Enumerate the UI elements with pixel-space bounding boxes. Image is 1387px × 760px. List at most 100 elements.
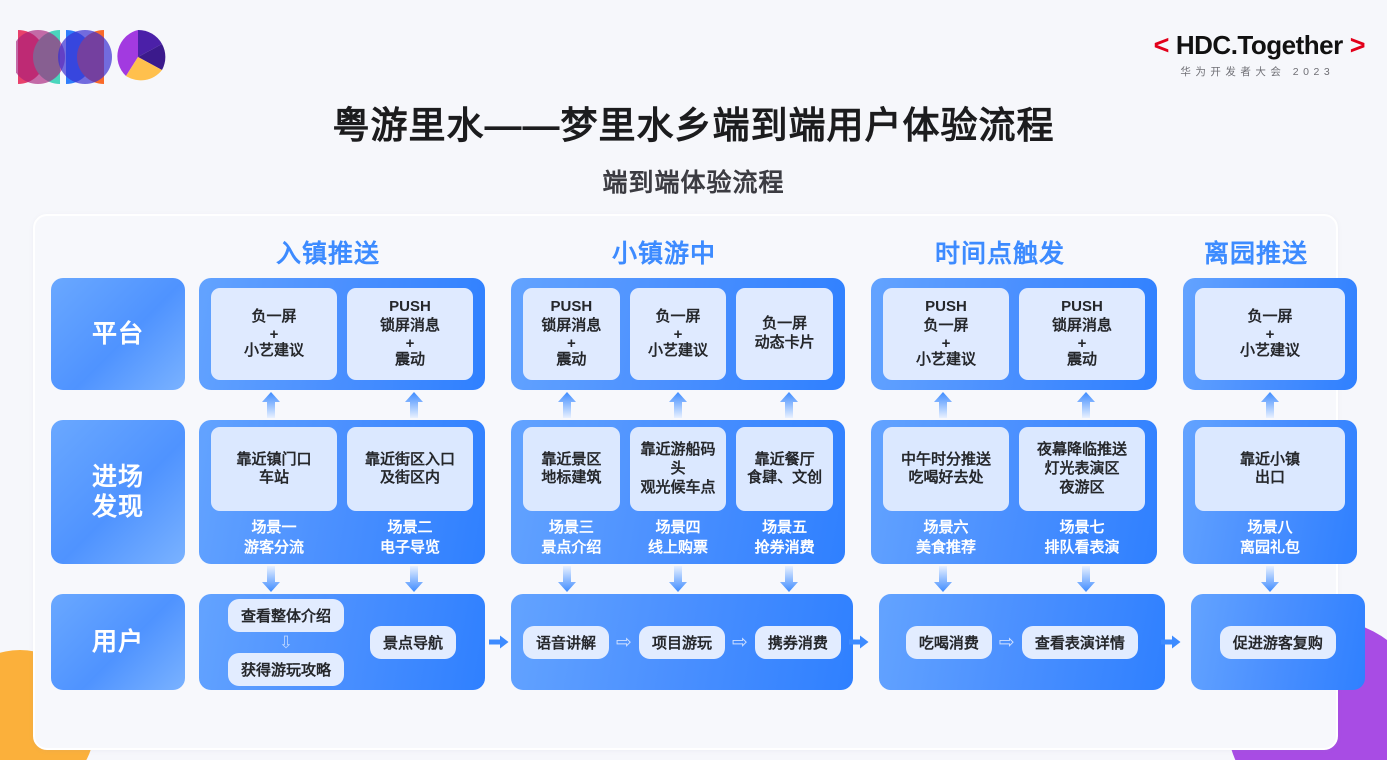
scene-item: 靠近镇门口车站场景一游客分流 xyxy=(211,427,337,556)
plus-separator: + xyxy=(941,334,951,352)
user-action-pill[interactable]: 查看表演详情 xyxy=(1021,625,1138,659)
platform-card-line: 锁屏消息 xyxy=(541,317,602,335)
scene-trigger-line: 出口 xyxy=(1254,469,1285,487)
hollow-arrow-right-icon: ⇨ xyxy=(616,631,632,653)
scene-item: 靠近景区地标建筑场景三景点介绍 xyxy=(523,427,620,556)
scene-trigger-line: 灯光表演区 xyxy=(1044,459,1120,477)
user-group-4: 促进游客复购 xyxy=(1190,594,1365,690)
arrow-up-icon xyxy=(1076,391,1098,419)
scene-trigger-line: 靠近小镇 xyxy=(1239,450,1300,468)
discovery-group-4: 靠近小镇出口场景八离园礼包 xyxy=(1183,420,1357,564)
scene-trigger-box: 靠近小镇出口 xyxy=(1195,427,1345,512)
scene-item: 中午时分推送吃喝好去处场景六美食推荐 xyxy=(883,427,1009,556)
arrow-up-icon xyxy=(779,391,801,419)
user-action-stack: 查看整体介绍⇩获得游玩攻略 xyxy=(227,598,344,686)
row-discovery: 进场发现 靠近镇门口车站场景一游客分流靠近街区入口及街区内场景二电子导览 靠近景… xyxy=(51,420,1357,564)
platform-card-line: 震动 xyxy=(556,350,587,368)
user-action-pill[interactable]: 语音讲解 xyxy=(523,625,610,659)
discovery-group-3: 中午时分推送吃喝好去处场景六美食推荐夜幕降临推送灯光表演区夜游区场景七排队看表演 xyxy=(871,420,1157,564)
arrow-down-icon xyxy=(1076,565,1098,593)
arrow-down-icon xyxy=(933,565,955,593)
scene-trigger-line: 夜幕降临推送 xyxy=(1036,441,1127,459)
arrow-up-icon xyxy=(557,391,579,419)
scene-label-line: 场景三 xyxy=(548,519,594,537)
scene-trigger-box: 夜幕降临推送灯光表演区夜游区 xyxy=(1019,427,1145,512)
scene-trigger-line: 车站 xyxy=(258,469,289,487)
platform-card: 负一屏+小艺建议 xyxy=(211,288,337,380)
scene-trigger-box: 靠近景区地标建筑 xyxy=(523,427,620,512)
arrow-up-icon xyxy=(1260,391,1282,419)
platform-card-line: PUSH xyxy=(1061,298,1103,316)
user-action-pill[interactable]: 项目游玩 xyxy=(638,625,725,659)
scene-trigger-box: 靠近游船码头观光候车点 xyxy=(629,427,727,512)
user-group-1: 查看整体介绍⇩获得游玩攻略景点导航 xyxy=(199,594,485,690)
user-group-3: 吃喝消费 ⇨ 查看表演详情 xyxy=(878,594,1165,690)
column-headers: 入镇推送 小镇游中 时间点触发 离园推送 xyxy=(185,234,1320,276)
arrow-up-icon xyxy=(261,391,283,419)
platform-card-line: 负一屏 xyxy=(923,317,969,335)
platform-card-line: 小艺建议 xyxy=(243,341,304,359)
arrow-down-icon xyxy=(668,565,690,593)
platform-card-line: 震动 xyxy=(394,350,425,368)
scene-trigger-line: 靠近餐厅 xyxy=(754,450,815,468)
plus-separator: + xyxy=(673,325,683,343)
platform-card: 负一屏动态卡片 xyxy=(736,288,834,380)
platform-card-line: 动态卡片 xyxy=(754,334,815,351)
row-label-user: 用户 xyxy=(51,594,185,690)
arrow-up-icon xyxy=(668,391,690,419)
platform-card-line: 小艺建议 xyxy=(915,350,976,368)
arrow-up-icon xyxy=(933,391,955,419)
scene-trigger-line: 靠近街区入口 xyxy=(364,450,455,468)
scene-trigger-line: 观光候车点 xyxy=(640,478,716,496)
scene-label: 场景五抢券消费 xyxy=(755,518,815,556)
user-action-pill[interactable]: 促进游客复购 xyxy=(1219,625,1336,659)
plus-separator: + xyxy=(405,334,415,352)
scene-label: 场景七排队看表演 xyxy=(1044,518,1119,556)
plus-separator: + xyxy=(269,325,279,343)
arrow-right-icon xyxy=(1161,635,1187,649)
platform-card-line: 锁屏消息 xyxy=(379,317,440,335)
scene-trigger-box: 中午时分推送吃喝好去处 xyxy=(883,427,1009,512)
scene-trigger-line: 中午时分推送 xyxy=(900,450,991,468)
user-action-pill[interactable]: 携券消费 xyxy=(754,625,841,659)
user-action-pill[interactable]: 获得游玩攻略 xyxy=(227,652,344,686)
scene-label: 场景六美食推荐 xyxy=(916,518,976,556)
platform-card-line: 锁屏消息 xyxy=(1051,317,1112,335)
platform-card-line: 负一屏 xyxy=(762,315,808,333)
arrow-down-icon xyxy=(557,565,579,593)
discovery-group-1: 靠近镇门口车站场景一游客分流靠近街区入口及街区内场景二电子导览 xyxy=(199,420,485,564)
scene-label-line: 场景六 xyxy=(923,519,969,537)
scene-trigger-line: 食肆、文创 xyxy=(747,469,823,487)
scene-label-line: 场景一 xyxy=(251,519,297,537)
scene-label: 场景二电子导览 xyxy=(380,518,440,556)
scene-trigger-box: 靠近街区入口及街区内 xyxy=(347,427,473,512)
platform-card-line: 负一屏 xyxy=(251,307,297,325)
scene-label-line: 场景四 xyxy=(655,519,701,537)
scene-label-line: 场景五 xyxy=(762,519,808,537)
discovery-groups: 靠近镇门口车站场景一游客分流靠近街区入口及街区内场景二电子导览 靠近景区地标建筑… xyxy=(199,420,1357,564)
user-action-pill[interactable]: 景点导航 xyxy=(369,625,456,659)
column-header-4: 离园推送 xyxy=(1203,240,1308,268)
platform-card-line: 小艺建议 xyxy=(648,341,709,359)
user-action-pill[interactable]: 吃喝消费 xyxy=(905,625,992,659)
bracket-left-icon: < xyxy=(1153,30,1170,60)
scene-label: 场景一游客分流 xyxy=(244,518,304,556)
scene-label-line: 电子导览 xyxy=(379,538,440,556)
hollow-arrow-right-icon: ⇨ xyxy=(998,631,1015,653)
page-subtitle: 端到端体验流程 xyxy=(602,169,785,197)
plus-separator: + xyxy=(1077,334,1087,352)
plus-separator: + xyxy=(1265,325,1275,343)
scene-trigger-box: 靠近餐厅食肆、文创 xyxy=(736,427,834,512)
scene-trigger-box: 靠近镇门口车站 xyxy=(211,427,337,512)
platform-card-line: PUSH xyxy=(550,298,593,316)
user-action-pill[interactable]: 查看整体介绍 xyxy=(227,598,344,632)
